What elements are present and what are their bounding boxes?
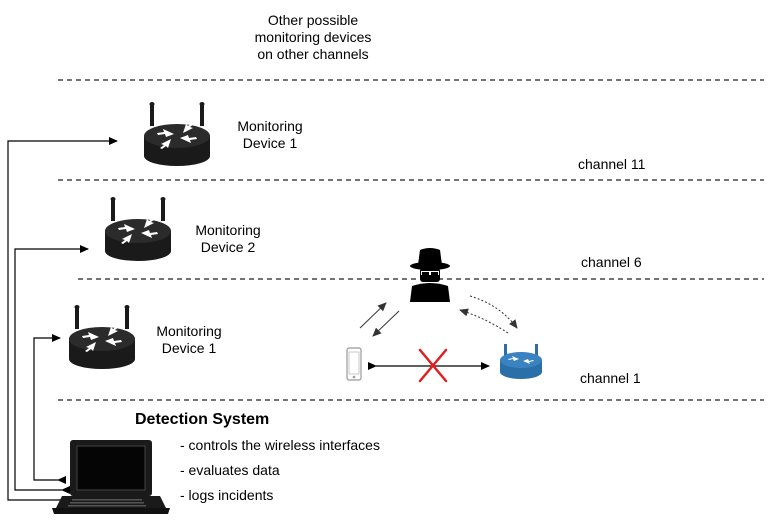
channel-label-6: channel 6 <box>581 254 642 270</box>
detection-item: - controls the wireless interfaces <box>180 437 380 453</box>
device-label-line-2: Device 2 <box>200 239 256 255</box>
link-to-ch1-device <box>33 334 66 484</box>
phone-icon <box>346 347 362 381</box>
other-devices-note: Other possible monitoring devices on oth… <box>228 12 398 63</box>
device-label-ch6: Monitoring Device 2 <box>178 222 278 256</box>
phone-attacker-arrows <box>359 302 400 337</box>
connector-lines <box>7 137 118 504</box>
access-point-icon <box>500 344 542 379</box>
detection-system-title: Detection System <box>135 411 270 428</box>
link-to-ch11-device <box>7 137 118 504</box>
device-label-line-1: Monitoring <box>237 118 303 134</box>
device-label-line-1: Monitoring <box>156 323 222 339</box>
link-to-ch6-device <box>14 245 89 494</box>
device-label-line-1: Monitoring <box>195 222 261 238</box>
detection-item: - logs incidents <box>180 487 274 503</box>
router-icon <box>144 102 210 166</box>
red-x-icon <box>418 348 448 383</box>
note-line-3: on other channels <box>257 46 369 62</box>
laptop-icon <box>52 440 170 514</box>
channel-label-11: channel 11 <box>578 156 646 172</box>
router-icon <box>69 305 135 369</box>
channel-label-1: channel 1 <box>580 370 641 386</box>
device-label-line-2: Device 1 <box>242 135 298 151</box>
detection-item: - evaluates data <box>180 462 280 478</box>
device-label-line-2: Device 1 <box>161 340 217 356</box>
attacker-ap-arrows <box>459 295 518 334</box>
device-label-ch11: Monitoring Device 1 <box>220 118 320 152</box>
note-line-2: monitoring devices <box>254 29 372 45</box>
spy-icon <box>410 248 450 302</box>
device-label-ch1: Monitoring Device 1 <box>139 323 239 357</box>
router-icon <box>105 197 171 261</box>
note-line-1: Other possible <box>267 12 359 28</box>
